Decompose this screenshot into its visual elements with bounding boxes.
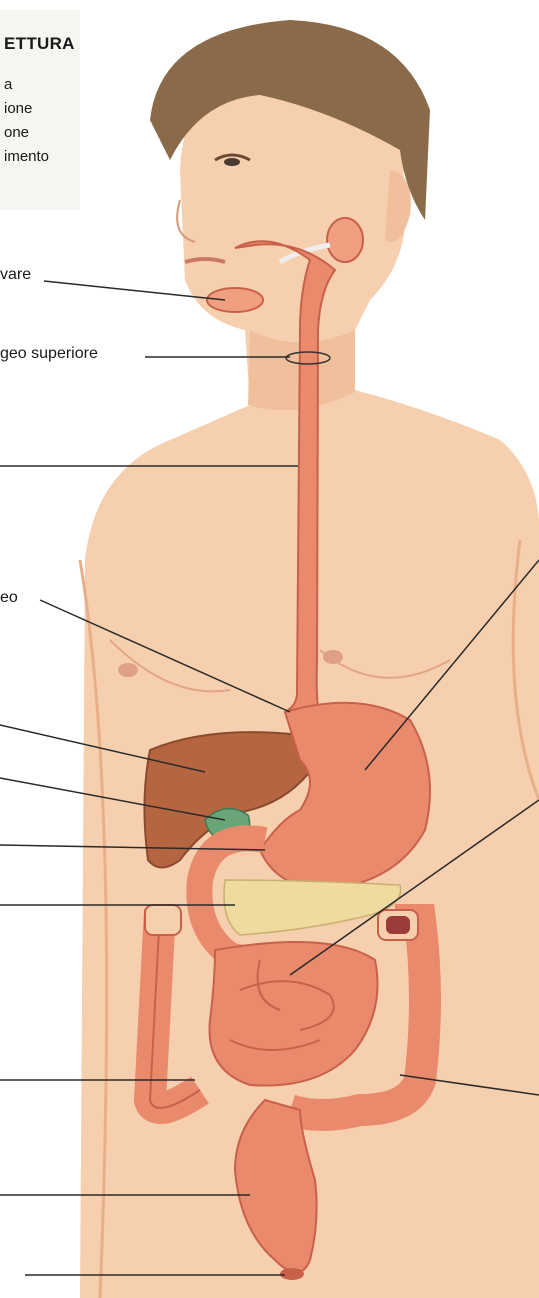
legend-item: ione	[4, 100, 32, 117]
legend: ETTURA a ione one imento	[0, 14, 80, 204]
legend-item: a	[4, 76, 12, 93]
legend-item: one	[4, 124, 29, 141]
anus	[280, 1268, 304, 1280]
label-esophageal-sphincter: geo superiore	[0, 345, 98, 363]
label-salivary: vare	[0, 266, 31, 284]
legend-title: ETTURA	[4, 34, 75, 54]
legend-item: imento	[4, 148, 49, 165]
label-cardia: eo	[0, 589, 18, 607]
